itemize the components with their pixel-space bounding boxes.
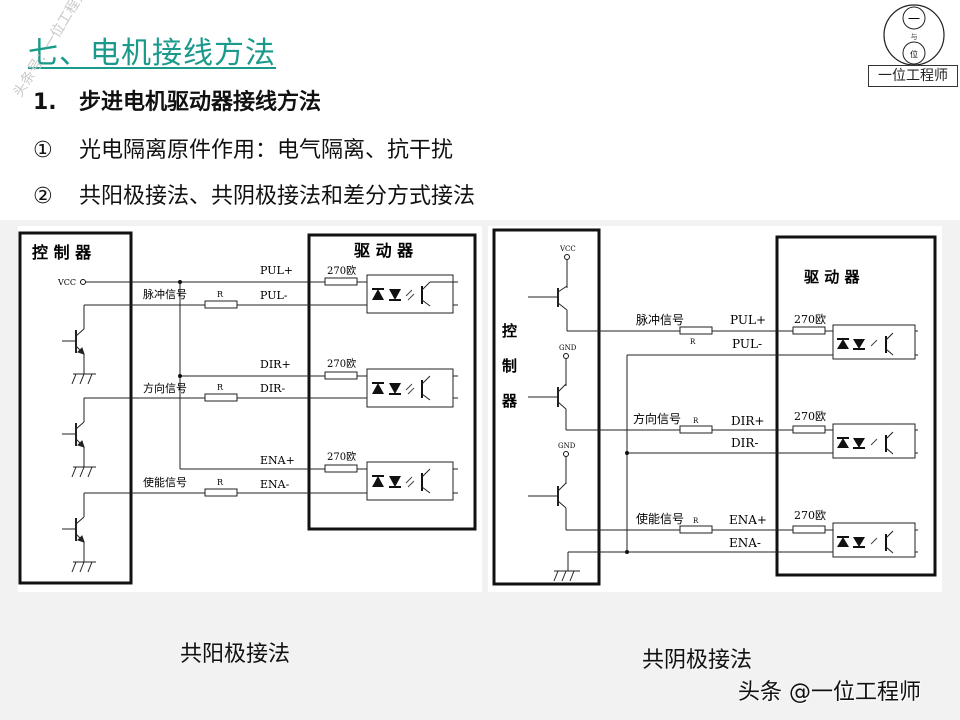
signal-label: 使能信号 <box>143 475 187 489</box>
bullet-marker: ② <box>33 184 53 209</box>
logo-mid-char: 与 <box>911 33 918 41</box>
common-anode-diagram: 控 制 器 驱 动 器 VCC <box>18 226 482 592</box>
pin-label: ENA- <box>729 536 761 550</box>
pin-label: PUL- <box>260 289 288 302</box>
pin-label: ENA- <box>260 478 290 491</box>
wiring <box>83 281 458 562</box>
resistor-label: R <box>693 517 699 525</box>
resistor-label: R <box>693 417 699 425</box>
driver-box <box>307 233 477 531</box>
resistors <box>204 277 358 497</box>
signal-label: 方向信号 <box>143 381 187 395</box>
logo-emblem: 一 与 位 <box>883 4 945 66</box>
logo-bottom-char: 位 <box>910 49 918 59</box>
pin-label: DIR+ <box>260 358 291 371</box>
junction-dots <box>625 451 629 554</box>
pin-label: PUL- <box>732 337 762 351</box>
common-anode-schematic: 控 制 器 驱 动 器 VCC <box>18 231 477 585</box>
resistor-label: R <box>217 383 224 392</box>
driver-label: 驱 动 器 <box>354 241 414 260</box>
optocoupler <box>832 324 916 360</box>
resistor-label: R <box>690 338 696 346</box>
driver-resistor-label: 270欧 <box>794 313 826 326</box>
npn-transistor <box>62 421 96 478</box>
heading-number: 1. <box>33 90 57 115</box>
pin-label: PUL+ <box>730 313 766 327</box>
signal-label: 方向信号 <box>633 411 681 426</box>
signal-label: 脉冲信号 <box>636 312 684 327</box>
bullet-item: ② 共阳极接法、共阴极接法和差分方式接法 <box>33 178 475 210</box>
pin-label: PUL+ <box>260 264 293 277</box>
bullet-text: 共阳极接法、共阴极接法和差分方式接法 <box>79 184 476 209</box>
pin-label: DIR- <box>260 382 285 395</box>
pin-label: DIR- <box>731 436 758 450</box>
section-heading: 1. 步进电机驱动器接线方法 <box>33 84 321 116</box>
driver-box <box>775 235 937 577</box>
driver-resistor-label: 270欧 <box>794 410 826 423</box>
vcc-terminal <box>564 254 570 260</box>
controller-label-char: 器 <box>501 392 518 410</box>
logo-label: 一位工程师 <box>868 65 958 87</box>
junction-dots <box>178 280 182 378</box>
driver-resistor-label: 270欧 <box>794 509 826 522</box>
controller-box <box>492 228 601 586</box>
heading-text: 步进电机驱动器接线方法 <box>79 90 322 115</box>
optocoupler <box>832 522 916 558</box>
logo-bottom-circle <box>902 41 926 65</box>
caption-common-cathode: 共阴极接法 <box>642 648 753 673</box>
controller-label-char: 控 <box>502 322 517 340</box>
logo-top-circle <box>902 6 926 30</box>
optocoupler <box>366 368 454 408</box>
bullet-marker: ① <box>33 138 53 163</box>
footer-watermark: 头条 @一位工程师 <box>738 680 921 705</box>
pin-label: ENA+ <box>260 454 295 467</box>
slide-header-area <box>0 0 960 220</box>
logo-top-char: 一 <box>908 12 920 26</box>
common-cathode-diagram: 控 制 器 驱 动 器 VCC GND GND <box>488 226 942 592</box>
gnd-terminal <box>563 451 569 457</box>
controller-label: 控 制 器 <box>32 243 92 262</box>
common-cathode-schematic: 控 制 器 驱 动 器 VCC GND GND <box>492 228 937 586</box>
pin-label: ENA+ <box>729 513 767 527</box>
resistors <box>679 326 826 534</box>
optocoupler <box>366 461 454 501</box>
npn-transistor <box>62 516 96 573</box>
gnd-label: GND <box>558 442 576 450</box>
vcc-terminal <box>80 279 86 285</box>
vcc-label: VCC <box>559 245 576 253</box>
signal-label: 脉冲信号 <box>143 287 187 301</box>
signal-label: 使能信号 <box>636 511 684 526</box>
slide-title: 七、电机接线方法 <box>28 36 276 71</box>
optocoupler <box>366 274 458 314</box>
vcc-label: VCC <box>57 278 76 287</box>
driver-resistor-label: 270欧 <box>327 265 356 277</box>
optocoupler <box>832 423 916 459</box>
bullet-item: ① 光电隔离原件作用：电气隔离、抗干扰 <box>33 132 453 164</box>
driver-label: 驱 动 器 <box>804 268 860 286</box>
driver-resistor-label: 270欧 <box>327 451 356 463</box>
caption-common-anode: 共阳极接法 <box>180 642 291 667</box>
gnd-terminal <box>563 353 569 359</box>
driver-resistor-label: 270欧 <box>327 358 356 370</box>
npn-transistor <box>62 328 96 385</box>
controller-label-char: 制 <box>502 357 517 375</box>
resistor-label: R <box>217 478 224 487</box>
bullet-text: 光电隔离原件作用：电气隔离、抗干扰 <box>79 138 454 163</box>
controller-box <box>18 231 133 585</box>
gnd-label: GND <box>559 344 577 352</box>
pin-label: DIR+ <box>731 414 764 428</box>
resistor-label: R <box>217 290 224 299</box>
